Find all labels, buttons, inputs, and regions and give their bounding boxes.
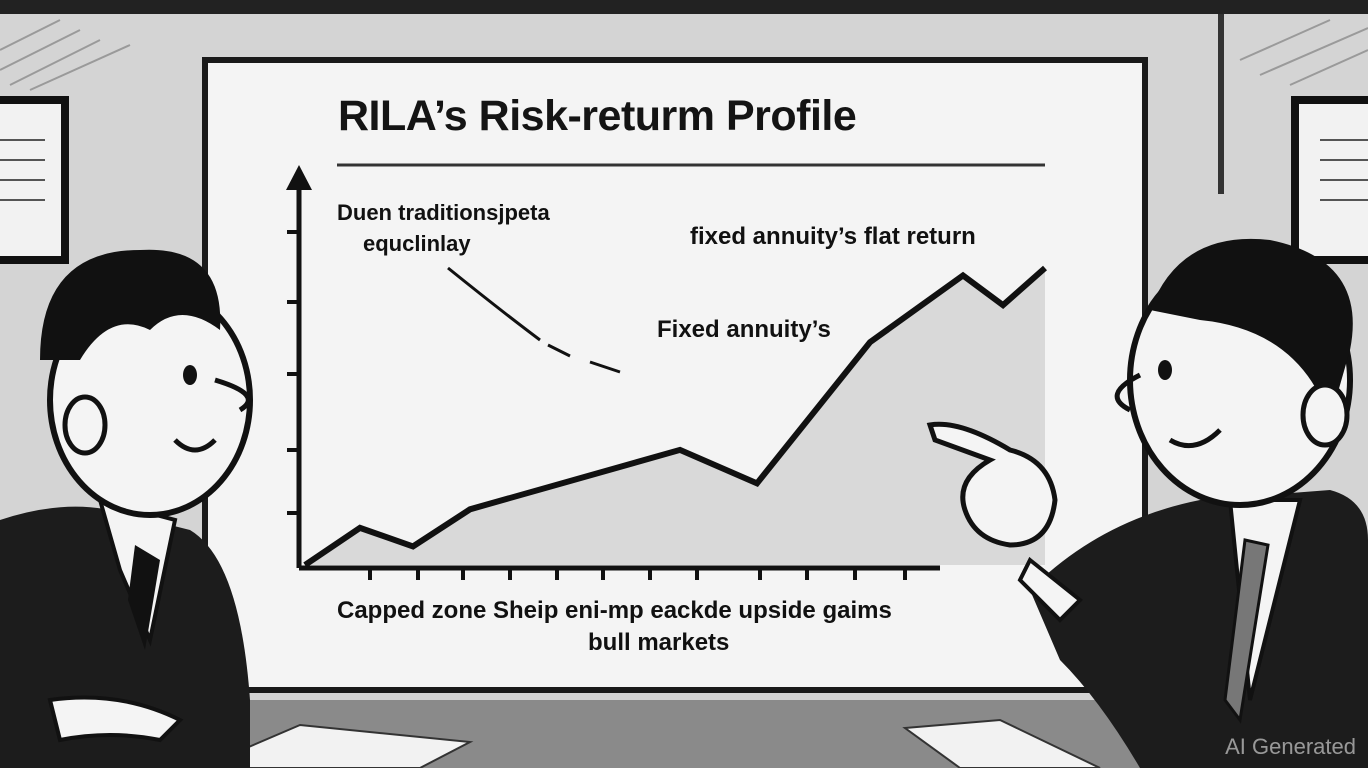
wall-hatching bbox=[0, 19, 1368, 91]
annotation-top-right: fixed annuity’s flat return bbox=[690, 223, 976, 250]
watermark-text: AI Generated bbox=[1225, 734, 1356, 759]
area-series-line bbox=[303, 265, 1047, 568]
left-man-figure bbox=[0, 249, 253, 768]
area-series-fill bbox=[305, 268, 1045, 565]
annotation-middle: Fixed annuity’s bbox=[657, 316, 831, 343]
wall-column bbox=[1218, 14, 1224, 194]
right-man-figure bbox=[926, 238, 1368, 768]
left-window bbox=[0, 96, 69, 264]
caption-line2: bull markets bbox=[588, 629, 730, 656]
caption-line1: Capped zone Sheip eni-mp eackde upside g… bbox=[337, 597, 892, 624]
board-title: RILA’s Risk-returm Profile bbox=[338, 92, 857, 140]
annotation-top-left-line2: equclinlay bbox=[363, 231, 471, 256]
ceiling-trim bbox=[0, 0, 1368, 14]
decline-curve-dashes bbox=[547, 343, 621, 374]
decline-curve bbox=[447, 266, 541, 342]
right-window bbox=[1291, 96, 1368, 264]
paper-right bbox=[902, 718, 1101, 768]
x-axis-ticks bbox=[368, 568, 907, 580]
y-axis-ticks bbox=[287, 230, 299, 515]
area-series-points bbox=[304, 267, 1046, 566]
annotation-top-left-line1: Duen traditionsjpeta bbox=[337, 200, 550, 225]
